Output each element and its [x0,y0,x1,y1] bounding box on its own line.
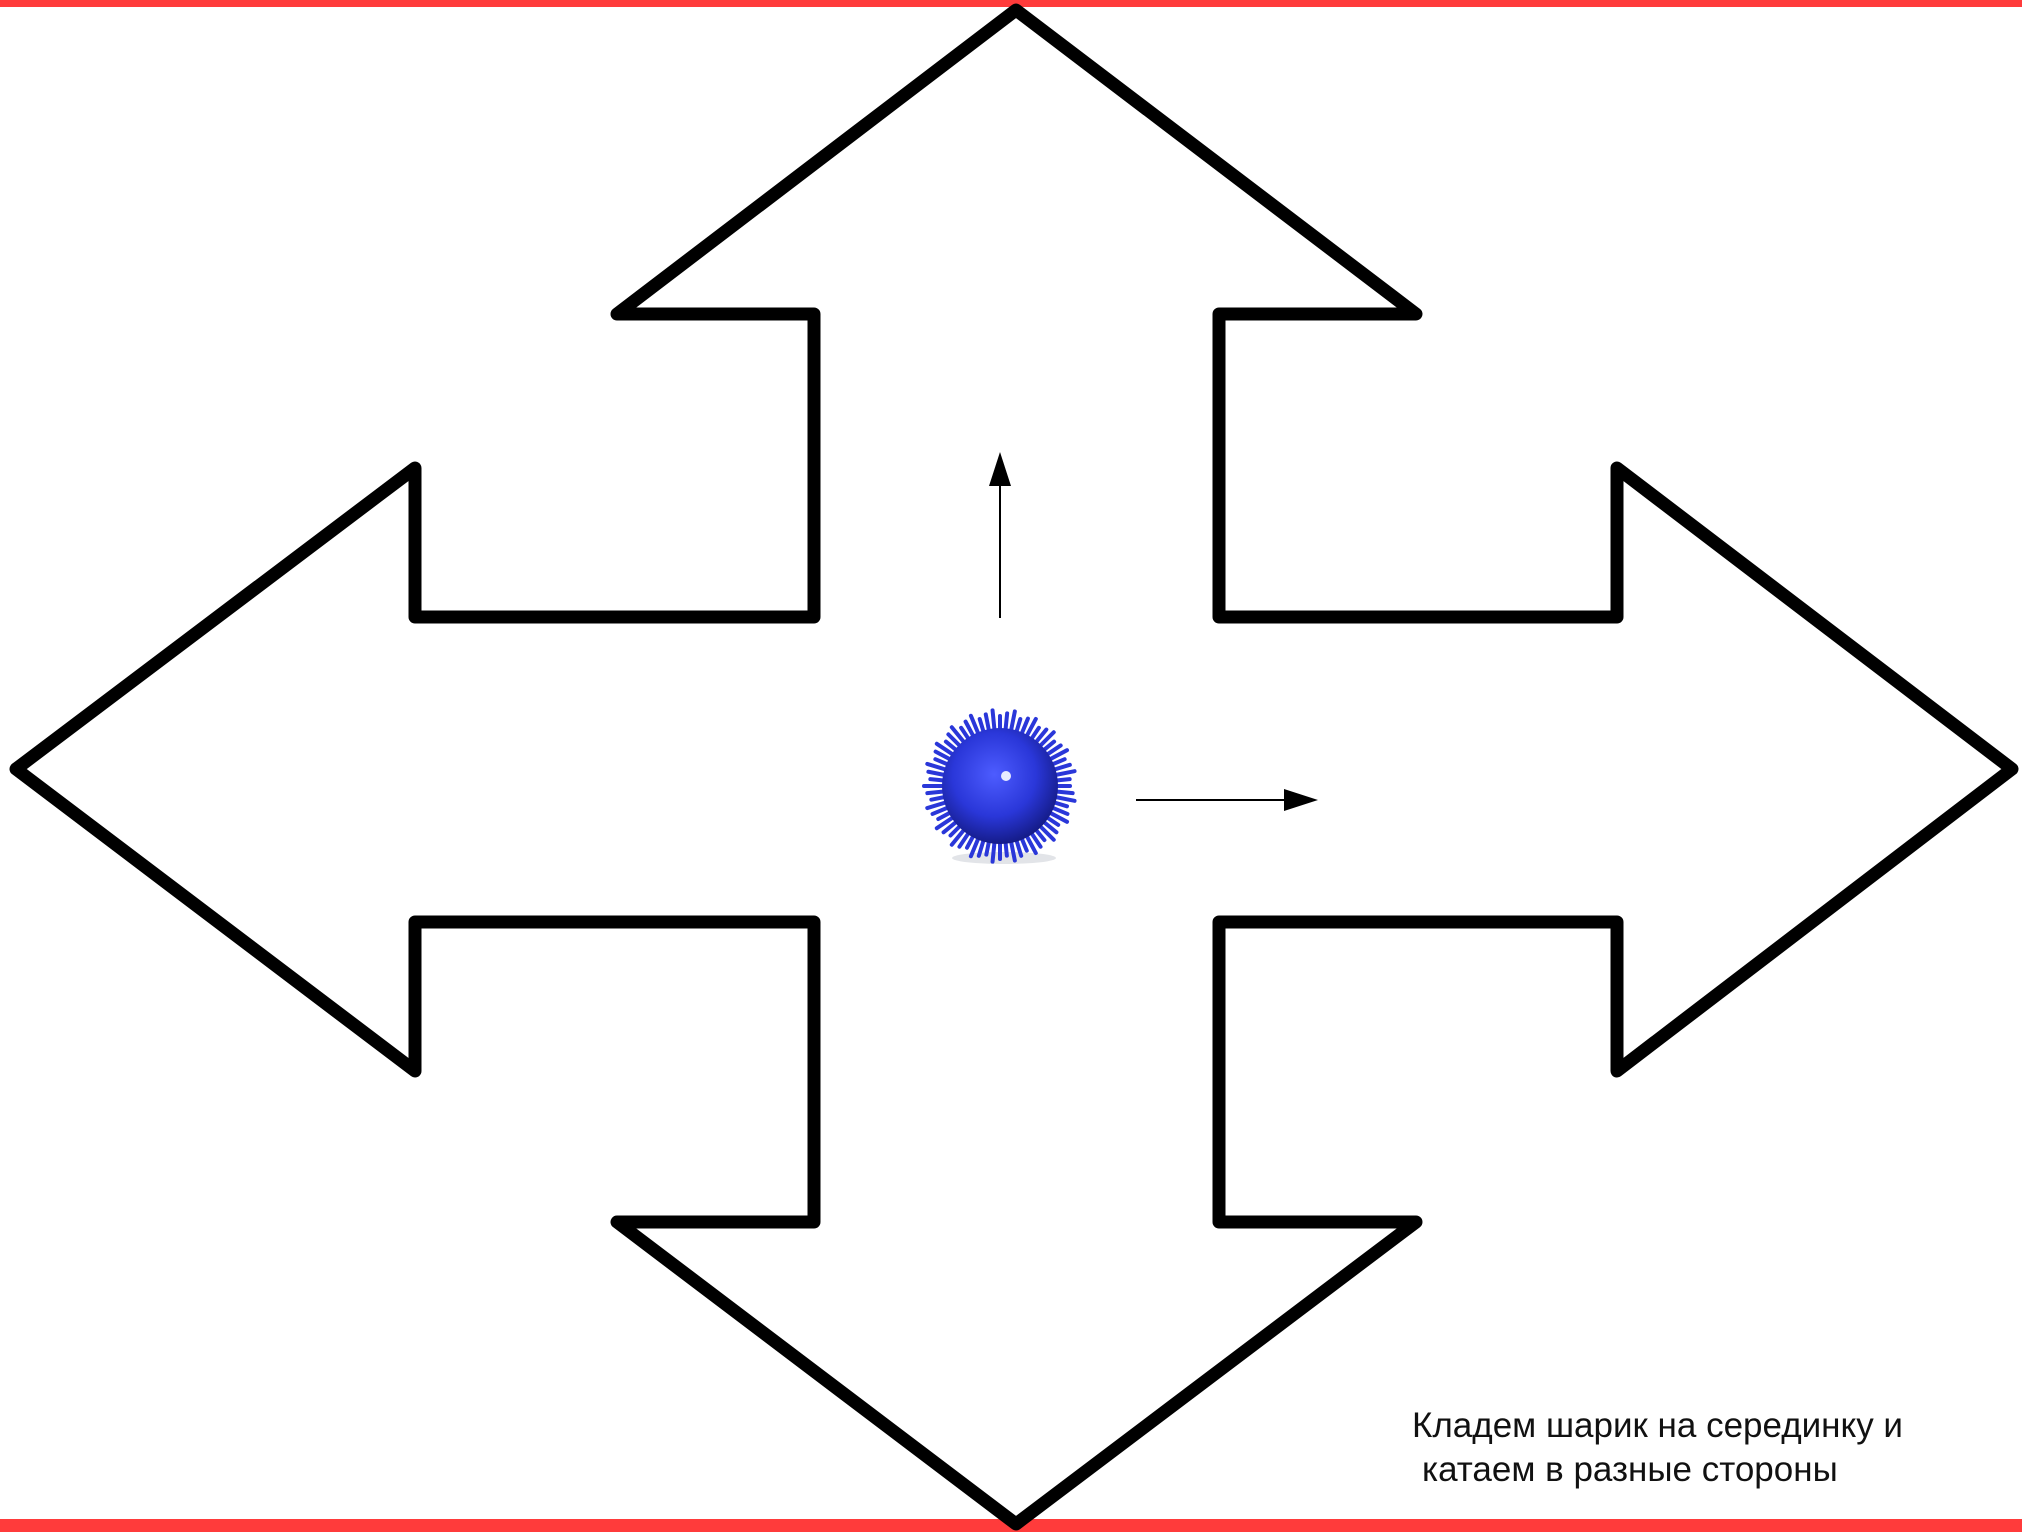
instruction-caption: Кладем шарик на серединку и катаем в раз… [1412,1404,1903,1492]
instruction-line-2: катаем в разные стороны [1412,1448,1903,1492]
massage-ball [924,710,1075,864]
instruction-line-1: Кладем шарик на серединку и [1412,1404,1903,1448]
up-arrow-hint [989,452,1011,618]
right-arrow-hint [1136,789,1318,811]
